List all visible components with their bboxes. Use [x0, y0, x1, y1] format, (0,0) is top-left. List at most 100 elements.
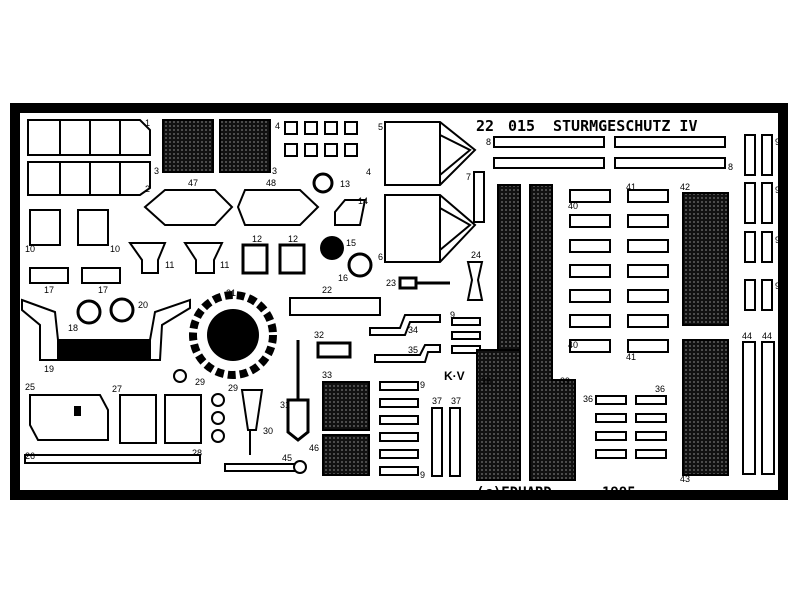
part-number: 8: [728, 162, 733, 172]
part-47-plate: [143, 189, 234, 226]
part-42-mesh: [682, 192, 729, 326]
part-number: 19: [44, 364, 54, 374]
part-number: 44: [762, 331, 772, 341]
part-24-link: [466, 261, 484, 301]
part-number: 47: [188, 178, 198, 188]
part-25-box: [29, 394, 109, 441]
part-20-gear: [109, 297, 135, 323]
part-27-plate: [119, 394, 157, 444]
part-number-labels: 1 2 3 3 4 4 5 6 7 8 8 9 9 9 9 9 9 9 10 1…: [25, 118, 780, 484]
part-12-left: [241, 243, 269, 275]
part-44-left: [742, 341, 756, 475]
part-number: 10: [110, 244, 120, 254]
part-38-mesh: [476, 184, 521, 481]
part-number: 44: [742, 331, 752, 341]
part-number: 11: [165, 260, 174, 270]
part-43-mesh: [682, 339, 729, 476]
part-number: 9: [775, 235, 780, 245]
part-14-bracket: [334, 199, 367, 226]
part-number: 15: [346, 238, 356, 248]
part-37-left: [431, 407, 443, 477]
part-number: 4: [275, 121, 280, 131]
part-number: 9: [450, 310, 455, 320]
part-11-right: [183, 242, 224, 274]
part-number: 9: [775, 185, 780, 195]
part-number: 42: [680, 182, 690, 192]
part-11-left: [128, 242, 167, 274]
part-46-mesh: [322, 434, 370, 476]
part-25-mark: [74, 406, 81, 416]
part-number: 11: [220, 260, 229, 270]
part-number: 30: [263, 426, 273, 436]
part-number: 20: [138, 300, 148, 310]
part-number: 9: [775, 137, 780, 147]
part-number: 5: [378, 122, 383, 132]
part-41-brackets: [627, 189, 669, 353]
part-number: 46: [309, 443, 319, 453]
part-number: 45: [282, 453, 292, 463]
part-48-plate: [236, 189, 320, 226]
part-number: 16: [338, 273, 348, 283]
marking-kv: K·V: [444, 369, 465, 383]
part-17-right: [81, 267, 121, 284]
part-number: 37: [432, 396, 442, 406]
part-44-right: [761, 341, 775, 475]
part-45-rod: [224, 460, 307, 474]
part-9-rungs: [379, 317, 481, 476]
part-number: 12: [252, 234, 262, 244]
part-number: 43: [680, 474, 690, 484]
part-number: 28: [192, 448, 202, 458]
part-number: 9: [775, 281, 780, 291]
part-30-tool: [240, 389, 264, 455]
part-5-door: [384, 121, 477, 186]
part-number: 33: [322, 370, 332, 380]
part-3-mesh-right: [219, 119, 271, 173]
part-number: 18: [68, 323, 78, 333]
part-26-strip: [24, 454, 201, 464]
part-15-gear: [320, 236, 344, 260]
part-13-ring: [312, 172, 334, 194]
part-number: 8: [486, 137, 491, 147]
part-10-left: [29, 209, 61, 246]
part-39-mesh: [529, 184, 576, 481]
part-number: 3: [154, 166, 159, 176]
part-34-strip: [369, 314, 441, 336]
part-number: 22: [322, 285, 332, 295]
part-number: 23: [386, 278, 396, 288]
part-number: 32: [314, 330, 324, 340]
part-31-shovel: [286, 340, 310, 442]
part-21-hub: [207, 309, 259, 361]
part-number: 29: [195, 377, 205, 387]
part-number: 31: [280, 400, 290, 410]
part-10-right: [77, 209, 109, 246]
part-number: 21: [226, 288, 236, 298]
part-number: 12: [288, 234, 298, 244]
part-9-strips: [744, 134, 773, 311]
part-1-panel: [27, 119, 151, 156]
part-19-body: [21, 298, 191, 361]
part-22-bracket: [289, 297, 381, 316]
part-number: 6: [378, 252, 383, 262]
part-number: 7: [466, 172, 471, 182]
part-number: 9: [420, 380, 425, 390]
part-number: 24: [471, 250, 481, 260]
part-number: 14: [358, 196, 368, 206]
part-number: 41: [626, 182, 636, 192]
part-number: 29: [228, 383, 238, 393]
part-8-strips: [493, 136, 726, 169]
part-35-strip: [374, 344, 441, 363]
part-number: 27: [112, 384, 122, 394]
part-6-door: [384, 194, 477, 263]
part-number: 26: [25, 451, 35, 461]
part-number: 9: [420, 470, 425, 480]
part-number: 36: [583, 394, 593, 404]
kit-name: STURMGESCHUTZ IV: [553, 117, 698, 135]
part-33-mesh: [322, 381, 370, 431]
part-number: 17: [98, 285, 108, 295]
part-number: 37: [451, 396, 461, 406]
part-4-grid: [284, 121, 358, 157]
part-37-right: [449, 407, 461, 477]
part-number: 13: [340, 179, 350, 189]
part-36-strips: [595, 395, 667, 459]
